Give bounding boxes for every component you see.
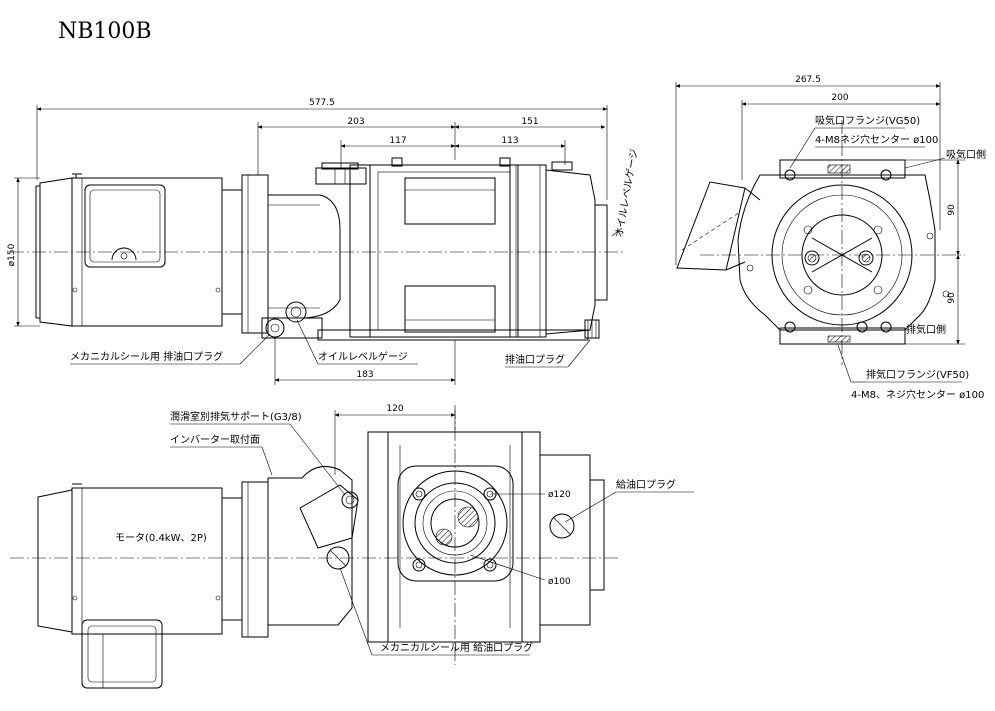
dim-lower-half: 90 [947,292,957,304]
label-intake-side: 吸気口側 [946,148,986,161]
label-drain-plug: 排油口プラグ [505,353,565,366]
dim-total-width: 267.5 [795,75,821,85]
dim-top-width: 120 [386,404,403,414]
label-intake-flange: 吸気口フランジ(VG50) [815,114,920,127]
label-mech-seal-fill: メカニカルシール用 給油口プラグ [380,641,533,654]
dim-right-span: 151 [521,117,538,127]
label-exhaust-side: 排気口側 [906,323,946,336]
dim-outer-dia: ø120 [548,490,571,500]
label-fill-plug: 給油口プラグ [616,478,676,491]
front-view: 267.5 200 90 90 吸気口フランジ(VG50) 4-M8ネジ穴センタ… [675,75,986,401]
label-mech-seal-drain: メカニカルシール用 排油口プラグ [70,350,223,363]
label-oil-level-gauge: オイルレベルゲージ [318,351,408,363]
dim-flange-width: 200 [831,93,848,103]
label-intake-bolts: 4-M8ネジ穴センター ø100 [815,133,938,146]
side-view: 577.5 203 151 117 113 ø150 183 オイルレベルゲージ… [7,98,641,385]
dim-height: ø150 [7,243,17,266]
dim-right-offset: 113 [501,136,518,146]
label-exhaust-bolts: 4-M8、ネジ穴センター ø100 [851,388,984,401]
dim-gauge-offset: 117 [389,136,406,146]
label-motor: モータ(0.4kW、2P) [115,532,207,544]
top-view: モータ(0.4kW、2P) [10,404,694,689]
dim-base-offset: 183 [356,370,373,380]
dim-total-length: 577.5 [309,98,335,108]
dim-flange-span: 203 [347,117,364,127]
drawing-title: NB100B [58,19,152,44]
dim-inner-dia: ø100 [548,577,571,587]
label-inverter-mount: インバーター取付面 [170,433,260,446]
dim-upper-half: 90 [947,204,957,216]
label-exhaust-flange: 排気口フランジ(VF50) [866,368,969,381]
label-oil-level-gauge-vertical: オイルレベルゲージ [613,148,640,239]
label-lube-vent-support: 潤滑室別排気サポート(G3/8) [170,410,302,423]
